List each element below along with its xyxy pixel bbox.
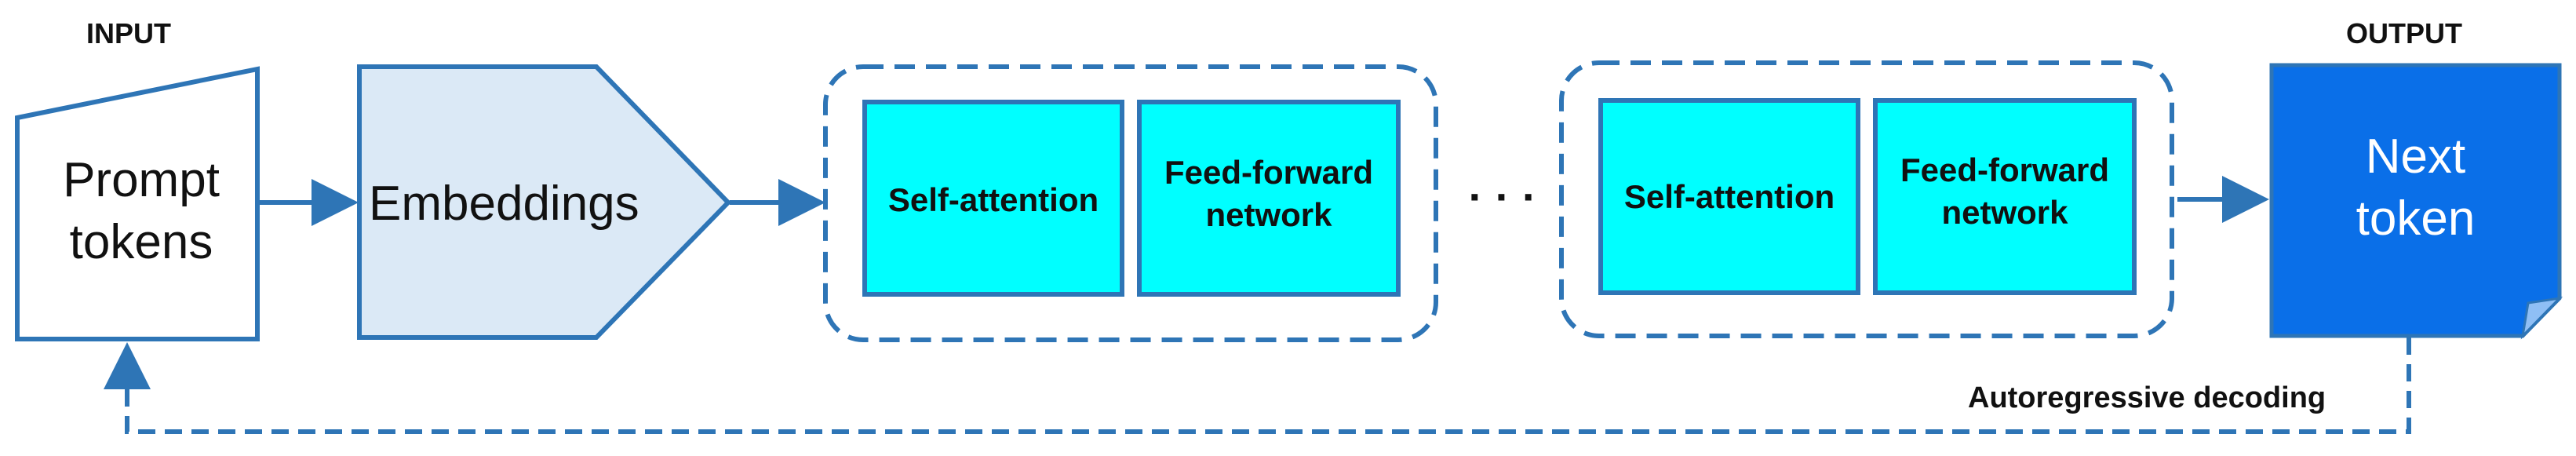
self-attention-box-1 (862, 100, 1124, 297)
feed-forward-box-n (1873, 98, 2137, 295)
next-token-label: Next token (2272, 126, 2560, 250)
prompt-tokens-label: Prompt tokens (31, 149, 251, 274)
feed-forward-line1: Feed-forward (1164, 154, 1374, 191)
self-attention-box-n (1598, 98, 1860, 295)
embeddings-box (357, 64, 732, 340)
self-attention-label-n: Self-attention (1623, 178, 1835, 215)
feed-forward-line2: network (1205, 195, 1332, 233)
self-attention-label-1: Self-attention (887, 181, 1099, 218)
prompt-line-1: Prompt (63, 153, 220, 207)
next-token-line1: Next (2365, 130, 2466, 184)
feed-forward-label-n: Feed-forward network (1875, 149, 2134, 234)
autoregressive-loop (104, 337, 2411, 434)
feed-forward-box-1 (1137, 100, 1401, 297)
feed-forward-label-1: Feed-forward network (1139, 151, 1398, 236)
feed-forward-line1: Feed-forward (1900, 151, 2110, 188)
next-token-fold (2520, 296, 2563, 340)
ellipsis: · · · (1468, 172, 1537, 221)
next-token-line2: token (2356, 192, 2476, 246)
prompt-tokens-box (15, 66, 260, 341)
prompt-line-2: tokens (69, 215, 213, 270)
input-header: INPUT (86, 17, 171, 49)
embeddings-label: Embeddings (369, 177, 639, 231)
output-header: OUTPUT (2346, 17, 2462, 49)
autoregressive-label: Autoregressive decoding (1968, 381, 2326, 414)
feed-forward-line2: network (1941, 193, 2068, 231)
